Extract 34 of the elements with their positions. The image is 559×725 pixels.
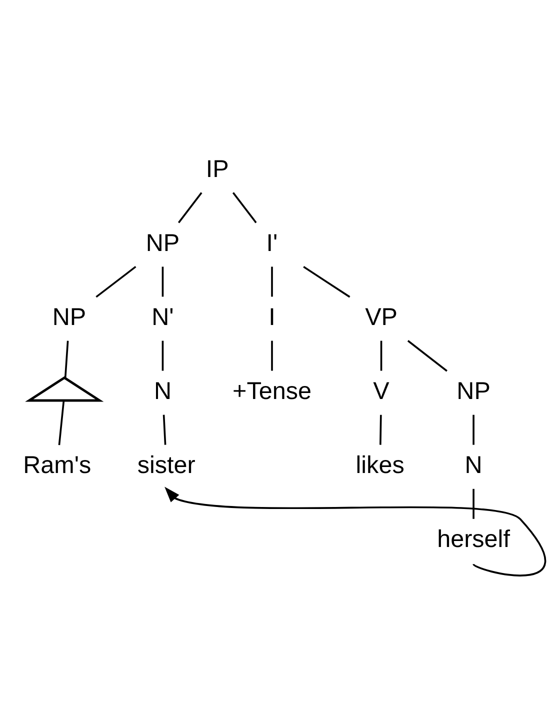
connector <box>407 340 448 372</box>
node-text: I <box>268 304 276 331</box>
node-text: NP <box>456 378 490 405</box>
node-text: sister <box>137 452 196 480</box>
node-text: VP <box>365 304 398 331</box>
node-text: NP <box>146 230 180 257</box>
connector <box>303 266 350 298</box>
connector <box>64 340 69 378</box>
node-text: herself <box>437 526 510 554</box>
connector <box>271 340 273 371</box>
node-text: Ram's <box>23 452 92 480</box>
connector <box>472 488 474 519</box>
connector <box>178 192 202 224</box>
node-text: likes <box>356 452 404 480</box>
connector <box>232 192 257 224</box>
connector <box>162 414 166 445</box>
connector <box>162 266 164 297</box>
connector <box>162 340 164 371</box>
node-text: +Tense <box>232 378 312 405</box>
node-text: NP <box>52 304 86 331</box>
connector <box>380 340 382 371</box>
connector <box>271 266 273 297</box>
node-triangle <box>25 376 104 402</box>
connector <box>380 414 382 445</box>
node-text: N <box>464 452 482 480</box>
node-text: I' <box>266 230 278 257</box>
node-text: N <box>154 378 172 405</box>
connector <box>58 400 65 446</box>
connector <box>96 266 136 298</box>
connector <box>472 414 474 445</box>
node-text: N' <box>152 304 174 331</box>
arrow <box>164 486 546 576</box>
node-text: V <box>373 378 390 405</box>
node-text: IP <box>206 156 229 183</box>
